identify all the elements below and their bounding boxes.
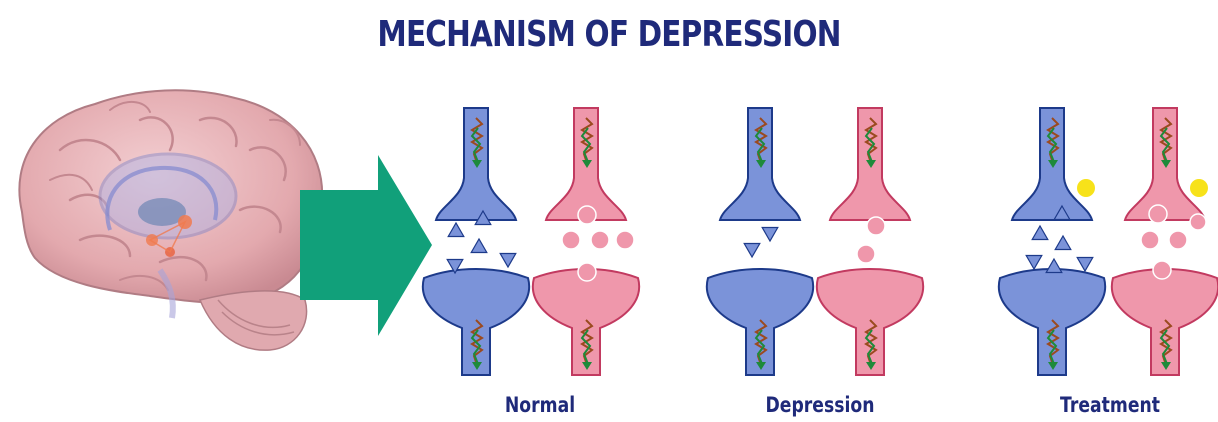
neurotransmitter-triangle — [1055, 236, 1071, 250]
neurotransmitter-triangle — [448, 223, 464, 237]
panel-label-normal: Normal — [458, 393, 622, 417]
drug-molecule — [1190, 179, 1208, 197]
neurotransmitter-triangle — [1026, 256, 1042, 270]
neurotransmitter-circle — [562, 231, 580, 249]
treatment-pink-synapse — [1112, 108, 1218, 375]
neurotransmitter-triangle — [471, 239, 487, 253]
neurotransmitter-circle — [578, 206, 596, 224]
brain-illustration — [19, 90, 322, 350]
normal-blue-synapse — [423, 108, 529, 375]
synapse-panels — [423, 108, 1218, 375]
neurotransmitter-triangle — [1046, 259, 1062, 273]
neurotransmitter-circle — [1153, 261, 1171, 279]
drug-molecule — [1077, 179, 1095, 197]
neurotransmitter-circle — [591, 231, 609, 249]
neurotransmitter-circle — [616, 231, 634, 249]
depression-pink-synapse — [817, 108, 923, 375]
treatment-blue-synapse — [999, 108, 1105, 375]
panel-label-treatment: Treatment — [1028, 393, 1192, 417]
neurotransmitter-triangle — [500, 254, 516, 268]
neurotransmitter-circle — [1149, 205, 1167, 223]
neurotransmitter-circle — [857, 245, 875, 263]
neurotransmitter-circle — [578, 263, 596, 281]
neurotransmitter-triangle — [1077, 258, 1093, 272]
normal-pink-synapse — [533, 108, 639, 375]
neurotransmitter-triangle — [744, 244, 760, 258]
neurotransmitter-triangle — [1032, 226, 1048, 240]
neurotransmitter-triangle — [762, 228, 778, 242]
panel-label-depression: Depression — [738, 393, 902, 417]
neurotransmitter-circle — [867, 217, 885, 235]
neurotransmitter-circle — [1141, 231, 1159, 249]
depression-blue-synapse — [707, 108, 813, 375]
neurotransmitter-circle — [1169, 231, 1187, 249]
neurotransmitter-circle — [1190, 214, 1206, 230]
